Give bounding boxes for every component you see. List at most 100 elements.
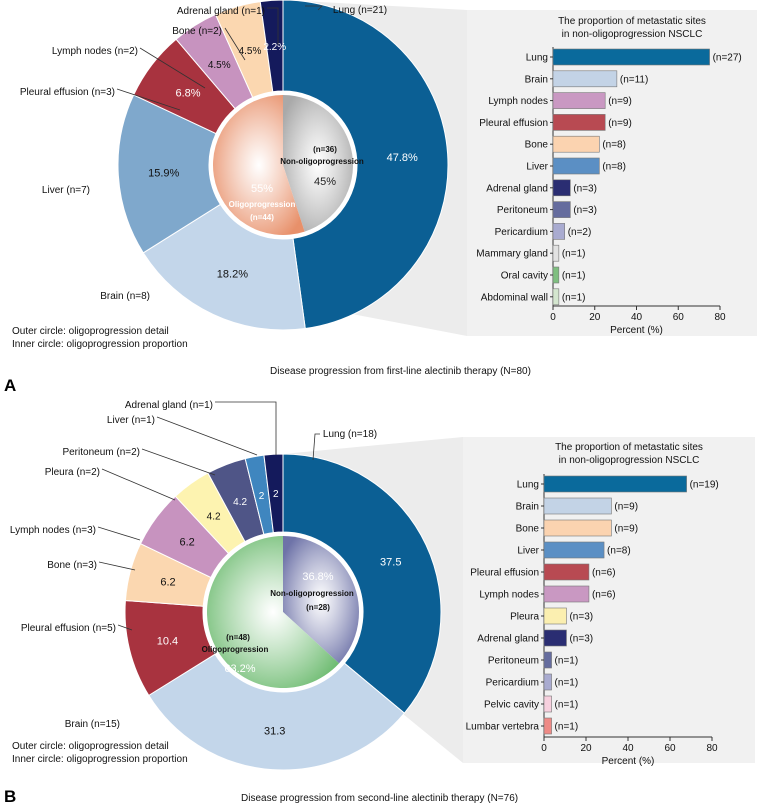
inner-slice — [283, 95, 354, 232]
y-tick-label: Pelvic cavity — [484, 700, 539, 711]
leader-line — [116, 88, 181, 111]
bar-data-label: (n=8) — [602, 162, 626, 173]
bar — [552, 135, 600, 153]
y-tick-label: Lung — [517, 480, 539, 491]
bar-chart-title: The proportion of metastatic sites — [555, 442, 703, 453]
y-tick-label: Bone — [525, 140, 549, 151]
outer-slice — [282, 453, 442, 714]
slice-percent-label: 6.2 — [180, 536, 195, 548]
y-tick-label: Pericardium — [495, 227, 548, 238]
inner-n-label: (n=36) — [313, 145, 337, 154]
bar-chart-title: in non-oligoprogression NSCLC — [559, 455, 700, 466]
slice-name-label: Peritoneum (n=2) — [62, 447, 140, 458]
y-tick-label: Lymph nodes — [479, 590, 539, 601]
bar-data-label: (n=27) — [713, 53, 742, 64]
inner-n-label: (n=44) — [250, 213, 274, 222]
bar — [543, 497, 612, 515]
slice-percent-label: 2.2% — [263, 42, 286, 53]
leader-line — [312, 433, 320, 461]
bar-data-label: (n=6) — [592, 568, 616, 579]
bar — [552, 266, 560, 284]
bar-data-label: (n=1) — [555, 722, 579, 733]
leader-line — [215, 401, 277, 455]
bar — [552, 48, 710, 66]
y-tick-label: Bone — [516, 524, 540, 535]
slice-name-label: Lung (n=18) — [323, 429, 377, 440]
bar-data-label: (n=9) — [614, 524, 638, 535]
bar — [543, 607, 567, 625]
bar-data-label: (n=3) — [569, 612, 593, 623]
bar — [543, 563, 590, 581]
x-axis-label: Percent (%) — [602, 756, 655, 767]
bar — [552, 92, 606, 109]
x-tick-label: 60 — [664, 743, 676, 754]
legend-note-a: Outer circle: oligoprogression detail In… — [12, 325, 188, 351]
inner-name-label: Non-oligoprogression — [280, 157, 364, 166]
bar-data-label: (n=8) — [607, 546, 631, 557]
y-tick-label: Pleural effusion — [479, 118, 548, 129]
inner-name-label: Oligoprogression — [229, 200, 296, 209]
slice-name-label: Brain (n=15) — [65, 719, 120, 730]
y-tick-label: Lumbar vertebra — [466, 722, 540, 733]
y-tick-label: Adrenal gland — [477, 634, 539, 645]
slice-name-label: Adrenal gland (n=1) — [177, 6, 265, 17]
bar-data-label: (n=3) — [569, 634, 593, 645]
slice-percent-label: 6.8% — [176, 87, 201, 99]
bar-data-label: (n=9) — [614, 502, 638, 513]
inner-n-label: (n=28) — [306, 603, 330, 612]
leader-line — [98, 561, 136, 571]
leader-line — [156, 416, 258, 456]
x-tick-label: 40 — [631, 312, 643, 323]
y-tick-label: Liver — [517, 546, 539, 557]
slice-percent-label: 2 — [273, 489, 279, 500]
y-tick-label: Mammary gland — [476, 249, 548, 260]
bar-data-label: (n=1) — [562, 292, 586, 303]
slice-percent-label: 4.5% — [208, 60, 231, 71]
x-tick-label: 40 — [622, 743, 634, 754]
inner-percent-label: 45% — [314, 176, 336, 188]
slice-name-label: Pleural effusion (n=3) — [20, 87, 115, 98]
leader-line — [101, 468, 176, 501]
bar — [543, 585, 590, 603]
leader-line — [224, 27, 246, 61]
inner-percent-label: 63.2% — [224, 663, 255, 675]
bar-data-label: (n=9) — [608, 96, 632, 107]
slice-name-label: Lung (n=21) — [333, 5, 387, 16]
slice-name-label: Pleural effusion (n=5) — [21, 623, 116, 634]
y-tick-label: Pleura — [510, 612, 539, 623]
bar-data-label: (n=1) — [555, 656, 579, 667]
slice-name-label: Adrenal gland (n=1) — [125, 400, 213, 411]
y-tick-label: Brain — [525, 74, 548, 85]
inner-n-label: (n=48) — [226, 633, 250, 642]
x-tick-label: 0 — [541, 743, 547, 754]
x-tick-label: 0 — [550, 312, 556, 323]
bar-data-label: (n=3) — [573, 183, 597, 194]
bar-data-label: (n=1) — [562, 249, 586, 260]
bar-data-label: (n=8) — [602, 140, 626, 151]
leader-line — [139, 47, 206, 89]
note-inner: Inner circle: oligoprogression proportio… — [12, 339, 188, 350]
bar-data-label: (n=3) — [573, 205, 597, 216]
leader-line — [305, 5, 323, 11]
bar-data-label: (n=2) — [568, 227, 592, 238]
x-tick-label: 20 — [580, 743, 592, 754]
bar — [543, 651, 552, 669]
bar — [543, 673, 552, 691]
slice-percent-label: 47.8% — [387, 152, 418, 164]
inner-name-label: Oligoprogression — [202, 645, 269, 654]
slice-percent-label: 37.5 — [380, 557, 401, 569]
y-tick-label: Peritoneum — [488, 656, 539, 667]
slice-name-label: Bone (n=2) — [172, 26, 222, 37]
bar-data-label: (n=1) — [555, 678, 579, 689]
note-outer: Outer circle: oligoprogression detail — [12, 741, 169, 752]
y-tick-label: Peritoneum — [497, 205, 548, 216]
slice-percent-label: 2 — [259, 491, 265, 502]
y-tick-label: Adrenal gland — [486, 183, 548, 194]
slice-percent-label: 31.3 — [264, 726, 285, 738]
y-tick-label: Pericardium — [486, 678, 539, 689]
bar — [552, 223, 565, 240]
panel-label-a: A — [4, 376, 17, 395]
y-tick-label: Abdominal wall — [481, 292, 548, 303]
